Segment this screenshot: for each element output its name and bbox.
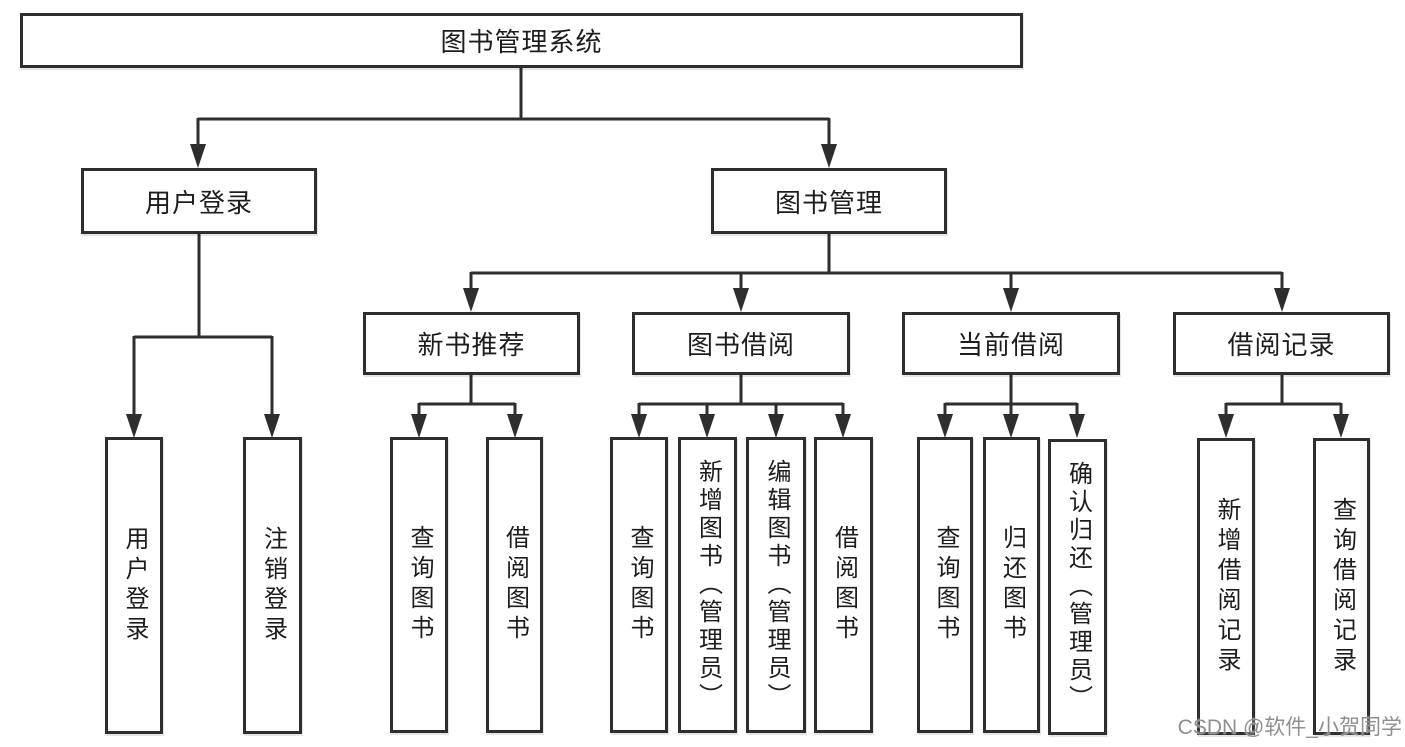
node-book-management-branch: 图书管理 (711, 168, 947, 234)
leaf-label: 查询图书 (932, 525, 959, 645)
leaf-recommend-borrow-books: 借阅图书 (486, 437, 543, 733)
node-label: 图书管理系统 (440, 27, 603, 57)
leaf-user-login: 用户登录 (105, 437, 163, 734)
leaf-logout: 注销登录 (243, 437, 302, 734)
leaf-borrow-books: 借阅图书 (814, 437, 873, 733)
leaf-edit-books-admin: 编辑图书（管理员） (746, 437, 806, 733)
leaf-current-query-books: 查询图书 (917, 437, 973, 733)
leaf-label: 查询借阅记录 (1328, 496, 1356, 677)
leaf-label: 用户登录 (121, 525, 148, 646)
leaf-add-borrow-record: 新增借阅记录 (1197, 438, 1255, 735)
leaf-label: 借阅图书 (501, 525, 529, 645)
node-label: 新书推荐 (417, 330, 526, 360)
node-label: 图书管理 (774, 187, 883, 218)
leaf-label: 编辑图书（管理员） (763, 459, 790, 711)
leaf-label: 确认归还（管理员） (1064, 461, 1092, 713)
node-library-management-system: 图书管理系统 (20, 13, 1023, 68)
leaf-label: 查询图书 (626, 525, 653, 645)
leaf-label: 新增借阅记录 (1213, 496, 1240, 677)
leaf-label: 查询图书 (406, 525, 433, 645)
leaf-add-books-admin: 新增图书（管理员） (678, 437, 737, 733)
leaf-query-borrow-record: 查询借阅记录 (1313, 438, 1370, 735)
node-label: 图书借阅 (686, 330, 795, 360)
node-new-book-recommend: 新书推荐 (363, 312, 580, 375)
leaf-label: 借阅图书 (830, 525, 858, 645)
csdn-watermark: CSDN @软件_小贺同学 (1177, 716, 1402, 739)
leaf-confirm-return-admin: 确认归还（管理员） (1048, 439, 1107, 735)
node-borrow-records: 借阅记录 (1173, 312, 1390, 375)
leaf-recommend-query-books: 查询图书 (390, 437, 448, 733)
leaf-label: 新增图书（管理员） (694, 459, 722, 711)
leaf-borrow-query-books: 查询图书 (610, 437, 668, 733)
node-current-borrow: 当前借阅 (902, 312, 1120, 375)
node-label: 用户登录 (144, 187, 253, 218)
leaf-label: 注销登录 (259, 525, 287, 646)
leaf-label: 归还图书 (998, 525, 1026, 645)
node-label: 当前借阅 (956, 330, 1065, 360)
leaf-return-books: 归还图书 (983, 437, 1040, 733)
node-book-borrow: 图书借阅 (632, 312, 850, 375)
arrowhead-icons (126, 144, 1349, 438)
node-label: 借阅记录 (1227, 330, 1336, 360)
node-user-login-branch: 用户登录 (81, 168, 317, 234)
